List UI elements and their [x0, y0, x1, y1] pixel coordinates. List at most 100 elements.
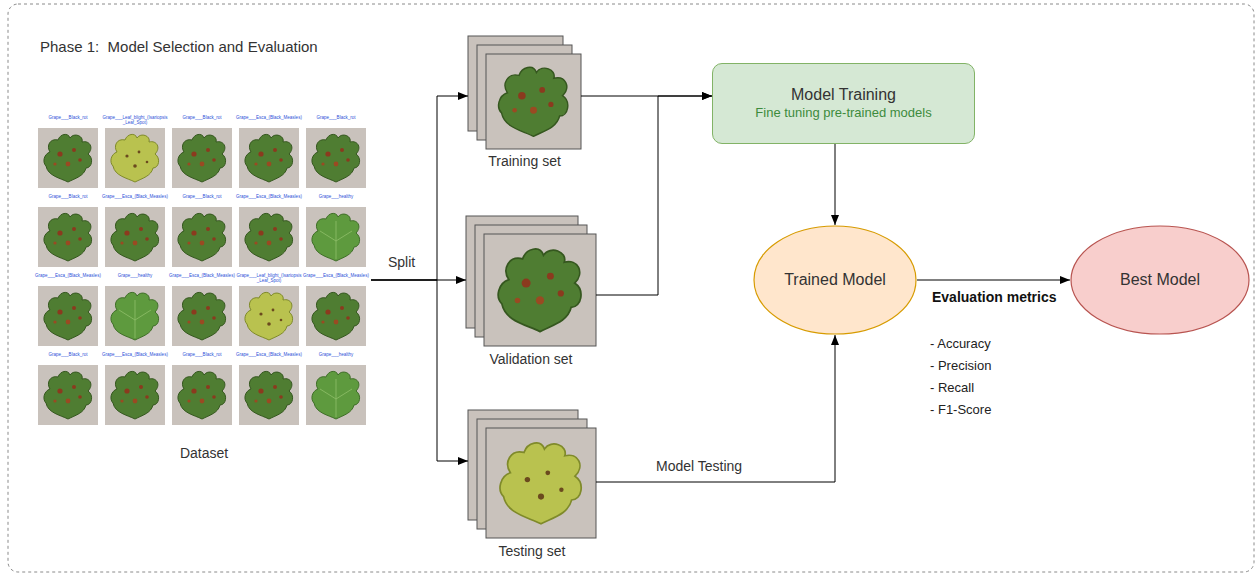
metric-item: - Precision	[930, 358, 991, 373]
leaf-image	[44, 213, 92, 261]
image-class-label: Grape___Esca_(Black_Measles)	[102, 195, 168, 200]
connector-arrow	[371, 96, 468, 280]
image-stack: Testing set	[468, 410, 596, 560]
leaf-image	[178, 292, 226, 340]
thumbnail	[172, 207, 232, 267]
thumbnail	[172, 286, 232, 346]
edge-label: Model Testing	[654, 458, 744, 474]
thumb-ground	[105, 365, 165, 425]
image-class-label: Grape___Black_rot	[35, 195, 101, 200]
thumbnail	[105, 365, 165, 425]
thumb-ground	[105, 286, 165, 346]
leaf-image	[111, 213, 159, 261]
thumbnail	[38, 207, 98, 267]
edge-label: Evaluation metrics	[930, 289, 1059, 305]
node-title: Training set	[488, 153, 561, 170]
leaf-image	[111, 371, 159, 419]
ellipse-shape	[754, 226, 916, 334]
thumb-ground	[105, 207, 165, 267]
thumb-ground	[306, 286, 366, 346]
result-ellipse: Best Model	[1070, 225, 1250, 335]
thumbnail	[105, 286, 165, 346]
connector-arrow	[371, 280, 468, 461]
leaf-image	[245, 292, 293, 340]
metric-item: - F1-Score	[930, 402, 991, 417]
leaf-image	[312, 134, 360, 182]
image-class-label: Grape___Esca_(Black_Measles)	[236, 353, 302, 358]
thumbnail	[239, 286, 299, 346]
edge-label: Split	[386, 254, 417, 270]
thumb-ground	[172, 207, 232, 267]
leaf-image	[312, 213, 360, 261]
leaf-image	[245, 213, 293, 261]
leaf-image	[245, 371, 293, 419]
leaf-image	[111, 292, 159, 340]
image-class-label: Grape___Black_rot	[35, 116, 101, 121]
image-class-label: Grape___Black_rot	[169, 116, 235, 121]
thumb-ground	[38, 365, 98, 425]
model-ellipse: Trained Model	[753, 225, 917, 335]
image-card	[486, 428, 596, 538]
thumbnail	[38, 128, 98, 188]
training-stack	[468, 36, 581, 149]
leaf-image	[44, 292, 92, 340]
image-class-label: Grape___Esca_(Black_Measles)	[236, 116, 302, 121]
image-class-label: Grape___Black_rot	[35, 353, 101, 358]
image-class-label: Grape___Black_rot	[169, 195, 235, 200]
thumbnail	[239, 365, 299, 425]
image-class-label: Grape___Esca_(Black_Measles)	[169, 274, 235, 279]
node-subtitle: Fine tuning pre-trained models	[755, 105, 931, 122]
image-class-label: Grape___Esca_(Black_Measles)	[102, 353, 168, 358]
thumb-ground	[239, 286, 299, 346]
thumb-ground	[239, 207, 299, 267]
image-class-label: Grape___Black_rot	[303, 116, 369, 121]
thumb-ground	[105, 128, 165, 188]
thumbnail	[306, 365, 366, 425]
thumb-ground	[172, 365, 232, 425]
thumb-ground	[306, 128, 366, 188]
thumbnail	[172, 128, 232, 188]
leaf-image	[178, 371, 226, 419]
process-box: Model TrainingFine tuning pre-trained mo…	[712, 63, 975, 144]
image-stack: Validation set	[466, 216, 596, 368]
image-card	[484, 234, 596, 346]
thumbnail	[239, 128, 299, 188]
thumb-ground	[172, 128, 232, 188]
leaf-image	[498, 249, 581, 332]
thumbnail	[239, 207, 299, 267]
connector-arrow	[596, 335, 835, 482]
thumb-ground	[38, 128, 98, 188]
leaf-image	[178, 213, 226, 261]
leaf-image	[312, 371, 360, 419]
thumb-ground	[172, 286, 232, 346]
leaf-image	[178, 134, 226, 182]
thumb-ground	[239, 128, 299, 188]
image-class-label: Grape___Leaf_blight_(Isariopsis_Leaf_Spo…	[236, 274, 302, 284]
node-title: Trained Model	[784, 270, 886, 291]
validation-stack	[466, 216, 596, 346]
leaf-image	[499, 67, 568, 136]
thumb-ground	[306, 365, 366, 425]
thumbnail	[306, 286, 366, 346]
image-class-label: Grape___healthy	[303, 195, 369, 200]
thumbnail	[105, 207, 165, 267]
connector-arrow	[596, 96, 712, 295]
node-title: Model Training	[791, 85, 896, 106]
leaf-image	[111, 134, 159, 182]
metric-item: - Accuracy	[930, 336, 991, 351]
node-title: Validation set	[489, 351, 572, 368]
node-title: Testing set	[499, 543, 566, 560]
thumbnail	[306, 128, 366, 188]
frame-border	[8, 4, 1254, 572]
diagram-title: Phase 1: Model Selection and Evaluation	[40, 38, 318, 55]
node-title: Dataset	[180, 445, 228, 462]
leaf-image	[500, 443, 581, 524]
thumb-ground	[306, 207, 366, 267]
leaf-image	[312, 292, 360, 340]
image-class-label: Grape___Esca_(Black_Measles)	[35, 274, 101, 279]
metric-item: - Recall	[930, 380, 974, 395]
ellipse-shape	[1071, 226, 1249, 334]
leaf-image	[245, 134, 293, 182]
